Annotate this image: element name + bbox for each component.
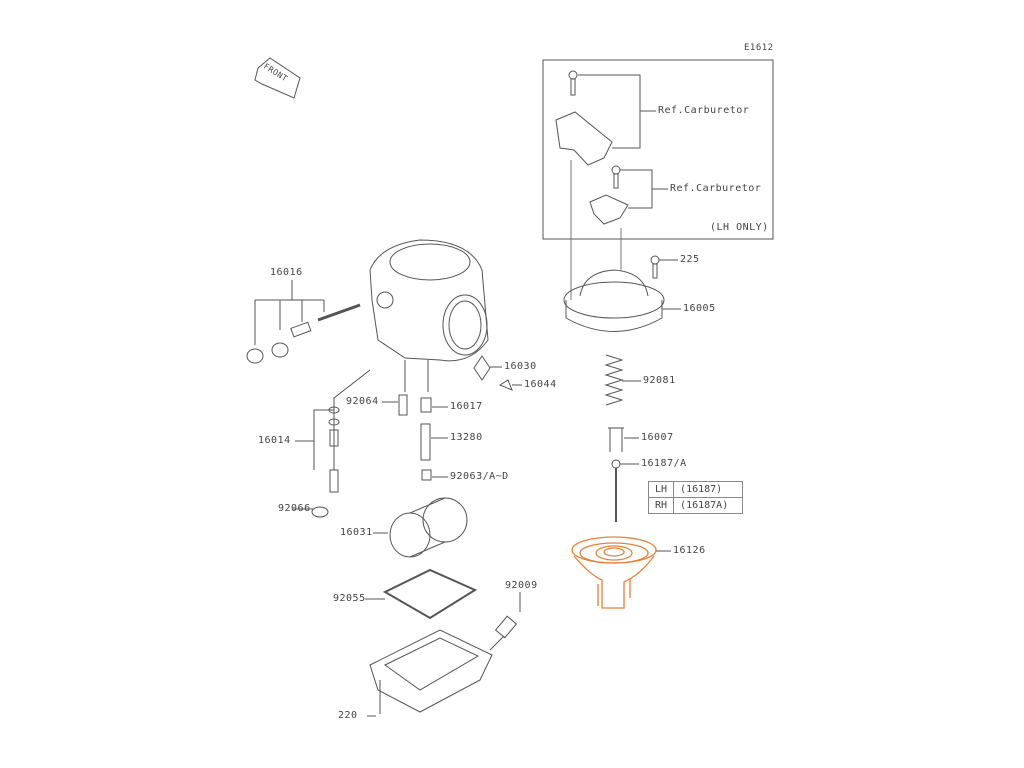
part-cell: (16187) [673,481,744,498]
diagram-code: E1612 [744,43,774,53]
part-label: 92064 [346,396,379,407]
bracket-upper [555,70,668,225]
table-row: RH(16187A) [647,497,744,514]
part-label: 16007 [641,432,674,443]
table-row: LH(16187) [647,481,744,498]
side-cell: RH [647,497,675,514]
part-label: 225 [680,254,700,265]
top-cover-16005 [563,255,681,332]
inset-note: (LH ONLY) [710,222,769,233]
variant-table: LH(16187) RH(16187A) [647,481,744,514]
part-label: 92081 [643,375,676,386]
part-label: 16030 [504,361,537,372]
part-label: 16005 [683,303,716,314]
gasket-92055 [382,568,478,620]
part-label: 92009 [505,580,538,591]
part-label: 13280 [450,432,483,443]
ref-label-upper: Ref.Carburetor [658,105,750,116]
inset-box [542,59,774,240]
part-label: 16016 [270,267,303,278]
part-cell: (16187A) [673,497,744,514]
spring-92081 [604,354,641,522]
part-label: 92063/A~D [450,471,509,482]
part-label: 16126 [673,545,706,556]
part-label: 220 [338,710,358,721]
side-cell: LH [647,481,675,498]
part-label: 92055 [333,593,366,604]
carburetor-body [369,239,489,392]
jets-group [382,355,522,481]
diaphragm-16126-highlighted [571,536,657,609]
screw-set-16016 [246,280,361,364]
float-bowl [367,592,521,717]
front-arrow-icon [254,57,301,99]
intake-16031 [373,497,468,558]
part-label: 16017 [450,401,483,412]
jet-set-16014 [293,369,371,518]
part-label: 16014 [258,435,291,446]
part-label: 16044 [524,379,557,390]
part-label: 92066 [278,503,311,514]
part-label: 16031 [340,527,373,538]
part-label: 16187/A [641,458,687,469]
ref-label-lower: Ref.Carburetor [670,183,762,194]
